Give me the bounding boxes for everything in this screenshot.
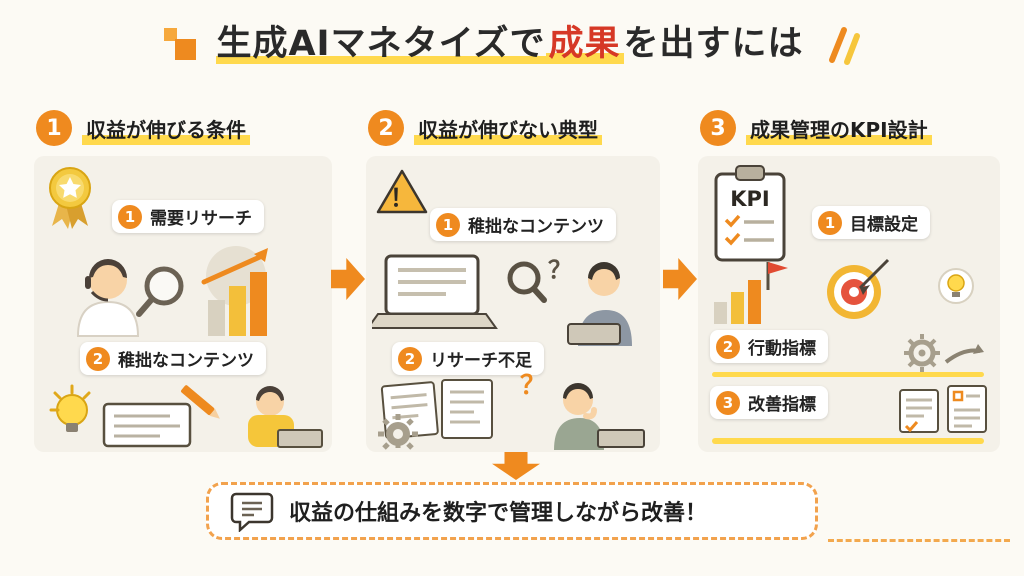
laptop-icon [277, 429, 323, 448]
arrow-right-icon [663, 258, 697, 300]
yellow-underline [712, 438, 984, 444]
item-number-badge: 3 [716, 390, 740, 415]
column-1-heading: 収益が伸びる条件 [82, 111, 250, 145]
item-label: 目標設定 [850, 215, 918, 235]
checkbox-icon [952, 390, 964, 402]
idea-notebook-illustration [42, 378, 324, 450]
item-goal-setting: 1 目標設定 [812, 206, 930, 239]
research-person-chart-illustration [40, 238, 328, 340]
item-number-badge: 1 [818, 210, 842, 235]
memo-bubble-icon [229, 490, 275, 532]
checklist-icon [896, 384, 991, 436]
warning-icon: ！ [376, 168, 428, 216]
lightbulb-icon [947, 274, 965, 292]
magnifier-icon [144, 266, 184, 306]
question-mark: ？ [520, 372, 546, 401]
gear-icon [378, 414, 418, 450]
column-2-heading: 収益が伸びない典型 [414, 111, 602, 145]
item-label: 行動指標 [748, 339, 816, 359]
chart-target-illustration [704, 256, 994, 328]
kpi-label: KPI [730, 187, 769, 211]
item-label: 稚拙なコンテンツ [468, 217, 604, 237]
item-label: 改善指標 [748, 395, 816, 415]
item-number-badge: 1 [118, 204, 142, 229]
laptop-icon [384, 254, 480, 316]
item-poor-content-2: 1 稚拙なコンテンツ [430, 208, 616, 241]
dashed-line-decoration [828, 539, 1010, 542]
laptop-icon [597, 429, 645, 448]
item-number-badge: 1 [436, 212, 460, 237]
gear-arrow-icon [900, 330, 990, 376]
item-poor-content-1: 2 稚拙なコンテンツ [80, 342, 266, 375]
lightbulb-icon [56, 394, 88, 426]
question-mark: ？ [548, 256, 572, 284]
bar-chart-icon [714, 302, 727, 324]
slash-decoration-icon [822, 22, 862, 66]
summary-text: 収益の仕組みを数字で管理しながら改善！ [289, 501, 708, 526]
item-number-badge: 2 [716, 334, 740, 359]
item-action-metrics: 2 行動指標 [710, 330, 828, 363]
flag-icon [768, 262, 788, 274]
warning-exclamation: ！ [390, 184, 414, 212]
check-icon [904, 421, 919, 433]
item-label: リサーチ不足 [430, 351, 532, 371]
summary-banner: 収益の仕組みを数字で管理しながら改善！ [206, 482, 818, 540]
item-insufficient-research: 2 リサーチ不足 [392, 342, 544, 375]
pixel-squares-icon [162, 26, 198, 62]
kpi-clipboard-icon: KPI [710, 164, 790, 264]
title-pre: 生成AIマネタイズで [216, 24, 546, 64]
arrow-down-icon [492, 452, 540, 480]
title-post: を出すには [623, 24, 804, 64]
page-title: 生成AIマネタイズで成果を出すには [216, 23, 803, 65]
dart-icon [858, 258, 890, 290]
laptop-search-person-illustration: ？ [372, 250, 660, 348]
pencil-icon [181, 385, 220, 419]
step-1-badge: 1 [36, 110, 72, 146]
column-3-header: 3 成果管理のKPI設計 [700, 110, 932, 146]
award-ribbon-icon [42, 164, 98, 230]
item-label: 稚拙なコンテンツ [118, 351, 254, 371]
item-label: 需要リサーチ [150, 209, 252, 229]
check-icon [724, 232, 741, 246]
step-2-badge: 2 [368, 110, 404, 146]
check-icon [724, 214, 741, 228]
item-number-badge: 2 [398, 346, 422, 371]
title-row: 生成AIマネタイズで成果を出すには [0, 22, 1024, 66]
laptop-icon [567, 323, 621, 345]
column-2-header: 2 収益が伸びない典型 [368, 110, 602, 146]
column-1-header: 1 収益が伸びる条件 [36, 110, 250, 146]
item-number-badge: 2 [86, 346, 110, 371]
documents-thinking-person-illustration: ？ [372, 372, 660, 450]
magnifier-icon [507, 261, 541, 295]
step-3-badge: 3 [700, 110, 736, 146]
yellow-underline [712, 372, 984, 377]
title-highlight: 成果 [545, 24, 624, 64]
arrow-right-icon [331, 258, 365, 300]
item-improvement-metrics: 3 改善指標 [710, 386, 828, 419]
item-demand-research: 1 需要リサーチ [112, 200, 264, 233]
column-3-heading: 成果管理のKPI設計 [746, 111, 932, 145]
